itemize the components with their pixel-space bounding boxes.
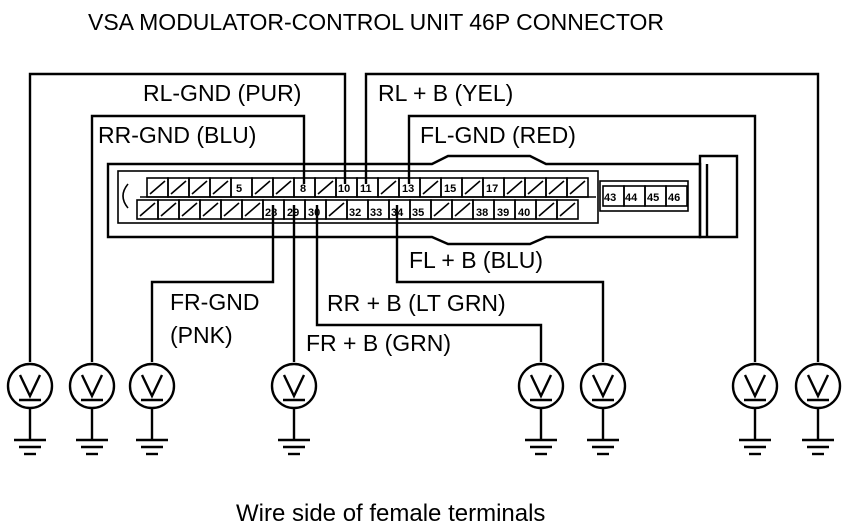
pin-8-label: 8 xyxy=(300,183,306,195)
diagram-caption: Wire side of female terminals xyxy=(236,500,545,527)
voltmeter-v-glyph xyxy=(591,374,615,399)
wire-rl-gnd xyxy=(28,72,347,362)
pin-13-label: 13 xyxy=(402,183,414,195)
diagram-title: VSA MODULATOR-CONTROL UNIT 46P CONNECTOR xyxy=(88,9,664,35)
pin-cell xyxy=(556,199,579,220)
pin-slash xyxy=(328,202,345,217)
pin-slash xyxy=(139,202,156,217)
voltmeter xyxy=(517,362,565,456)
fr-gnd-label: FR-GND xyxy=(170,289,259,315)
wire-fl-b xyxy=(395,205,605,362)
pin-11-label: 11 xyxy=(360,183,372,195)
pin-slash xyxy=(254,180,271,195)
pin-46-label: 46 xyxy=(668,192,680,204)
pin-45-label: 45 xyxy=(647,192,659,204)
voltmeters xyxy=(6,362,842,456)
pin-slash xyxy=(202,202,219,217)
voltmeter-v-glyph xyxy=(806,374,830,399)
pin-43-label: 43 xyxy=(604,192,616,204)
pin-30-label: 30 xyxy=(308,207,320,219)
rl-b-label: RL + B (YEL) xyxy=(378,80,513,106)
fl-gnd-label: FL-GND (RED) xyxy=(420,122,576,148)
pin-15-label: 15 xyxy=(444,183,456,195)
wire-rl-b xyxy=(364,72,820,362)
voltmeter xyxy=(68,362,116,456)
pin-28-label: 28 xyxy=(265,207,277,219)
rr-b-label: RR + B (LT GRN) xyxy=(327,290,506,316)
pin-slash xyxy=(569,180,586,195)
pin-slash xyxy=(527,180,544,195)
pin-slash xyxy=(422,180,439,195)
voltmeter-circle xyxy=(794,362,842,410)
pin-cell xyxy=(566,177,589,198)
pin-row-top xyxy=(146,177,589,198)
voltmeter xyxy=(731,362,779,456)
voltmeter-circle xyxy=(731,362,779,410)
pin-slash xyxy=(548,180,565,195)
voltmeter xyxy=(794,362,842,456)
voltmeter xyxy=(6,362,54,456)
wire-rr-gnd xyxy=(90,114,306,362)
voltmeter-v-glyph xyxy=(743,374,767,399)
pin-17-label: 17 xyxy=(486,183,498,195)
pin-slash xyxy=(454,202,471,217)
wires xyxy=(28,72,820,362)
voltmeter-circle xyxy=(128,362,176,410)
fr-b-label: FR + B (GRN) xyxy=(306,330,451,356)
voltmeter-v-glyph xyxy=(529,374,553,399)
pin-row-bottom xyxy=(136,199,579,220)
voltmeter-circle xyxy=(579,362,627,410)
pin-slash xyxy=(223,202,240,217)
voltmeter-v-glyph xyxy=(140,374,164,399)
pin-slash xyxy=(433,202,450,217)
voltmeter-v-glyph xyxy=(80,374,104,399)
pin-block-right xyxy=(602,185,688,207)
pin-slash xyxy=(317,180,334,195)
voltmeter xyxy=(128,362,176,456)
fr-gnd-color-label: (PNK) xyxy=(170,322,233,348)
fl-b-label: FL + B (BLU) xyxy=(409,247,543,273)
pin-32-label: 32 xyxy=(349,207,361,219)
pin-40-label: 40 xyxy=(518,207,530,219)
voltmeter-v-glyph xyxy=(282,374,306,399)
pin-slash xyxy=(506,180,523,195)
pin-slash xyxy=(464,180,481,195)
pin-slash xyxy=(191,180,208,195)
voltmeter-circle xyxy=(517,362,565,410)
pin-44-label: 44 xyxy=(625,192,638,204)
pin-35-label: 35 xyxy=(412,207,424,219)
pin-slash xyxy=(559,202,576,217)
voltmeter xyxy=(270,362,318,456)
wire-labels: RL-GND (PUR) RL + B (YEL) RR-GND (BLU) F… xyxy=(98,80,576,356)
pin-33-label: 33 xyxy=(370,207,382,219)
pin-slash xyxy=(275,180,292,195)
wire-rr-b xyxy=(315,205,543,362)
voltmeter-v-glyph xyxy=(18,374,42,399)
voltmeter-circle xyxy=(68,362,116,410)
pin-39-label: 39 xyxy=(497,207,509,219)
rl-gnd-label: RL-GND (PUR) xyxy=(143,80,301,106)
wire-fl-gnd xyxy=(407,114,757,362)
pin-10-label: 10 xyxy=(338,183,350,195)
pin-slash xyxy=(170,180,187,195)
pin-cell xyxy=(665,185,688,207)
wire-fr-gnd xyxy=(150,205,275,362)
voltmeter-circle xyxy=(6,362,54,410)
pin-slash xyxy=(149,180,166,195)
pin-slash xyxy=(212,180,229,195)
voltmeter-circle xyxy=(270,362,318,410)
pin-slash xyxy=(181,202,198,217)
connector-body xyxy=(106,154,739,246)
pin-slash xyxy=(160,202,177,217)
pin-38-label: 38 xyxy=(476,207,488,219)
rr-gnd-label: RR-GND (BLU) xyxy=(98,122,256,148)
pin-slash xyxy=(380,180,397,195)
pin-slash xyxy=(244,202,261,217)
voltmeter xyxy=(579,362,627,456)
pin-slash xyxy=(538,202,555,217)
pin-5-label: 5 xyxy=(236,183,242,195)
